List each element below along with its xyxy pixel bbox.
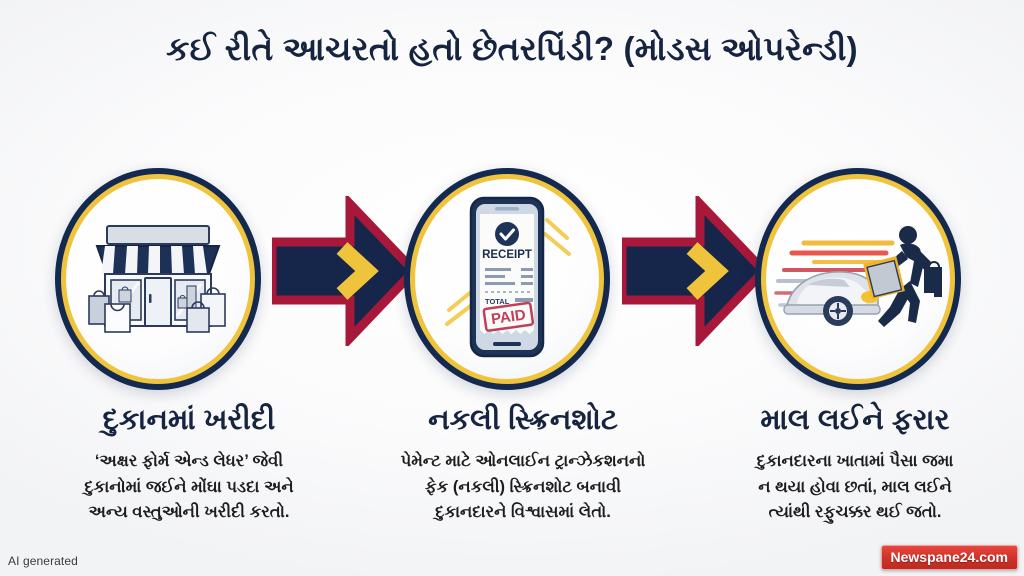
step-2-icon-circle: RECEIPT TOTAL PAID xyxy=(404,168,610,390)
step-2-body-line-2: ફેક (નકલી) સ્ક્રિનશોટ બનાવી xyxy=(424,477,622,496)
arrow-step2-to-step3 xyxy=(617,192,771,350)
step-2-body-line-1: પેમેન્ટ માટે ઓનલાઈન ટ્રાન્ઝેકશનનો xyxy=(400,452,646,471)
step-3-body-line-1: દુકાનદારના ખાતામાં પૈસા જમા xyxy=(756,452,954,471)
phone-receipt-paid-icon: RECEIPT TOTAL PAID xyxy=(441,192,573,367)
receipt-paid-stamp: PAID xyxy=(490,306,527,328)
step-3-body-line-3: ત્યાંથી રફુચક્કર થઈ જતો. xyxy=(768,503,942,522)
step-3-heading: માલ લઈને ફરાર xyxy=(760,404,950,436)
step-3-body-line-2: ન થયા હોવા છતાં, માલ લઈને xyxy=(758,477,952,496)
receipt-title-text: RECEIPT xyxy=(482,249,532,261)
step-3-body: દુકાનદારના ખાતામાં પૈસા જમા ન થયા હોવા છ… xyxy=(690,449,1020,526)
ai-generated-label: AI generated xyxy=(8,554,78,568)
receipt-total-label: TOTAL xyxy=(485,297,510,306)
step-1-body-line-2: દુકાનોમાં જઈને મોંઘા પડદા અને xyxy=(84,477,294,496)
step-1-body: ‘અક્ષર ફોર્મ એન્ડ લેધર’ જેવી દુકાનોમાં જ… xyxy=(24,449,354,526)
storefront-shopping-icon xyxy=(83,212,233,347)
step-2-body-line-3: દુકાનદારને વિશ્વાસમાં લેતો. xyxy=(435,503,611,522)
step-1-body-line-1: ‘અક્ષર ફોર્મ એન્ડ લેધર’ જેવી xyxy=(94,452,284,471)
site-watermark: Newspane24.com xyxy=(880,545,1018,570)
step-3-icon-circle xyxy=(755,168,961,390)
step-2-caption: નકલી સ્ક્રિનશોટ પેમેન્ટ માટે ઓનલાઈન ટ્રા… xyxy=(358,404,688,526)
arrow-step1-to-step2 xyxy=(267,192,421,350)
step-1-caption: દુકાનમાં ખરીદી ‘અક્ષર ફોર્મ એન્ડ લેધર’ જ… xyxy=(24,404,354,526)
step-1-heading: દુકાનમાં ખરીદી xyxy=(102,404,276,436)
step-2-heading: નકલી સ્ક્રિનશોટ xyxy=(428,404,618,436)
step-3-caption: માલ લઈને ફરાર દુકાનદારના ખાતામાં પૈસા જમ… xyxy=(690,404,1020,526)
step-1-icon-circle xyxy=(55,168,261,390)
step-1-body-line-3: અન્ય વસ્તુઓની ખરીદી કરતો. xyxy=(88,503,290,522)
running-man-car-escape-icon xyxy=(774,215,951,344)
page-title: કઈ રીતે આચરતો હતો છેતરપિંડી? (મોડસ ઓપરેન… xyxy=(166,30,858,67)
step-2-body: પેમેન્ટ માટે ઓનલાઈન ટ્રાન્ઝેકશનનો ફેક (ન… xyxy=(358,449,688,526)
